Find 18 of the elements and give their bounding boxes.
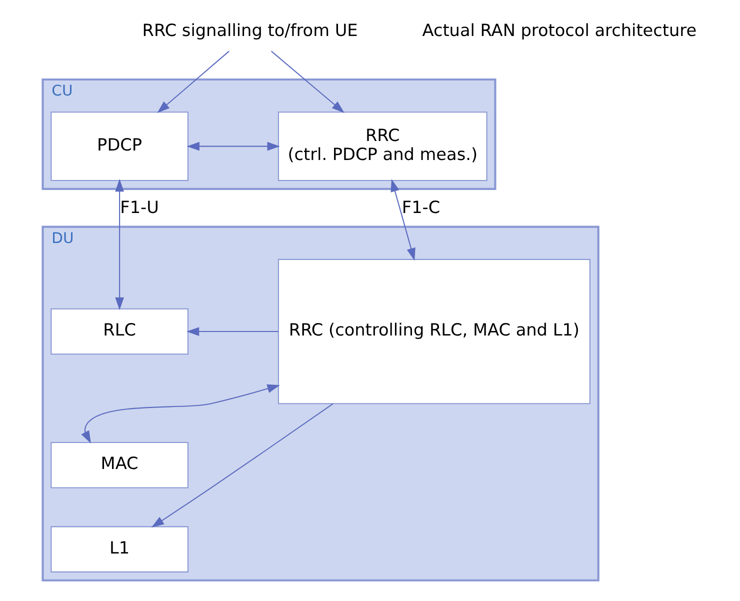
node-box: RLC bbox=[50, 308, 188, 354]
arrow bbox=[151, 402, 334, 527]
node-box: L1 bbox=[50, 526, 188, 572]
node-box: RRC (ctrl. PDCP and meas.) bbox=[278, 111, 488, 181]
arrow bbox=[115, 178, 124, 310]
arrow bbox=[186, 141, 280, 150]
arrow bbox=[186, 326, 278, 336]
arrow bbox=[390, 178, 416, 260]
edge-label: F1-U bbox=[120, 196, 159, 216]
edge-label: F1-C bbox=[402, 196, 440, 216]
arrow bbox=[157, 50, 230, 112]
node-box: MAC bbox=[50, 442, 188, 488]
arrow bbox=[271, 50, 344, 112]
node-box: RRC (controlling RLC, MAC and L1) bbox=[278, 258, 590, 404]
node-box: PDCP bbox=[50, 111, 188, 181]
label: Actual RAN protocol architecture bbox=[422, 20, 697, 40]
node-text: RRC signalling to/from UE bbox=[142, 20, 358, 40]
arrow bbox=[81, 384, 280, 444]
